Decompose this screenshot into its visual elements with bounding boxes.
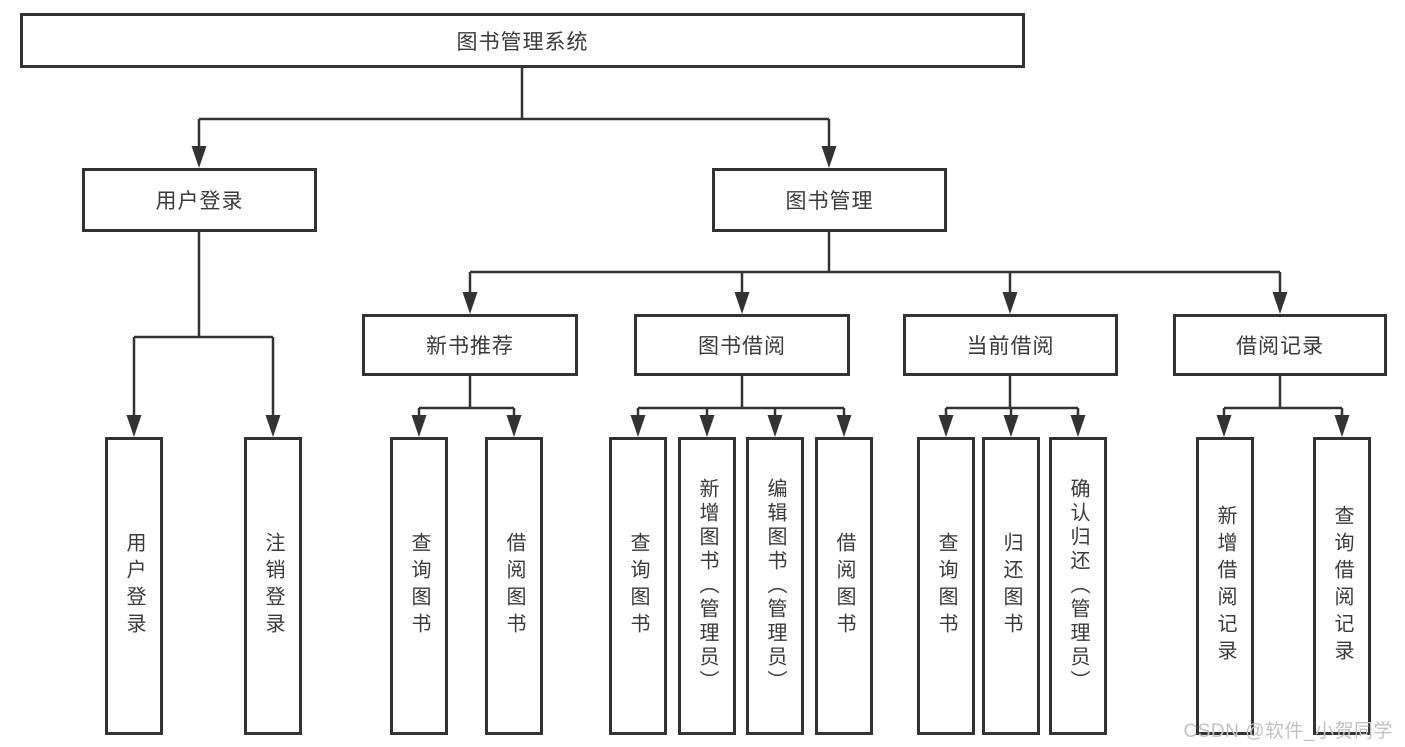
node-user-login: 用户登录 xyxy=(82,168,317,232)
leaf-current-query-label: 查询图书 xyxy=(935,532,957,640)
leaf-borrow-query-label: 查询图书 xyxy=(627,532,649,640)
leaf-records-add-label: 新增借阅记录 xyxy=(1214,505,1236,667)
node-root-label: 图书管理系统 xyxy=(456,30,589,54)
leaf-records-add: 新增借阅记录 xyxy=(1196,437,1254,735)
node-new-book-recommend-label: 新书推荐 xyxy=(426,335,514,358)
node-book-management: 图书管理 xyxy=(712,168,947,232)
leaf-newbook-query: 查询图书 xyxy=(390,437,448,735)
node-new-book-recommend: 新书推荐 xyxy=(362,314,578,376)
leaf-current-confirm-label: 确认归还（管理员） xyxy=(1067,478,1089,694)
leaf-logout-label: 注销登录 xyxy=(262,532,284,640)
leaf-newbook-query-label: 查询图书 xyxy=(408,532,430,640)
node-current-borrowing: 当前借阅 xyxy=(903,314,1118,376)
node-book-borrowing-label: 图书借阅 xyxy=(698,335,786,358)
node-user-login-label: 用户登录 xyxy=(155,190,244,213)
leaf-current-return: 归还图书 xyxy=(982,437,1040,735)
leaf-borrow-add-label: 新增图书（管理员） xyxy=(696,478,718,694)
leaf-user-login-label: 用户登录 xyxy=(123,532,145,640)
leaf-borrow-borrow: 借阅图书 xyxy=(815,437,873,735)
leaf-records-query-label: 查询借阅记录 xyxy=(1331,505,1353,667)
node-book-borrowing: 图书借阅 xyxy=(634,314,850,376)
node-root: 图书管理系统 xyxy=(20,13,1025,68)
leaf-borrow-query: 查询图书 xyxy=(609,437,667,735)
leaf-newbook-borrow-label: 借阅图书 xyxy=(503,532,525,640)
node-borrowing-records: 借阅记录 xyxy=(1173,314,1387,376)
leaf-borrow-borrow-label: 借阅图书 xyxy=(833,532,855,640)
leaf-logout: 注销登录 xyxy=(244,437,302,735)
leaf-borrow-edit: 编辑图书（管理员） xyxy=(746,437,804,735)
leaf-records-query: 查询借阅记录 xyxy=(1313,437,1371,735)
leaf-current-confirm: 确认归还（管理员） xyxy=(1049,437,1107,735)
leaf-borrow-add: 新增图书（管理员） xyxy=(678,437,736,735)
node-borrowing-records-label: 借阅记录 xyxy=(1236,335,1324,358)
leaf-newbook-borrow: 借阅图书 xyxy=(485,437,543,735)
node-current-borrowing-label: 当前借阅 xyxy=(966,335,1055,358)
csdn-watermark: CSDN @软件_小贺同学 xyxy=(1183,721,1393,742)
node-book-management-label: 图书管理 xyxy=(785,190,874,213)
leaf-current-return-label: 归还图书 xyxy=(1000,532,1022,640)
leaf-user-login: 用户登录 xyxy=(105,437,163,735)
leaf-current-query: 查询图书 xyxy=(917,437,975,735)
leaf-borrow-edit-label: 编辑图书（管理员） xyxy=(764,478,786,694)
